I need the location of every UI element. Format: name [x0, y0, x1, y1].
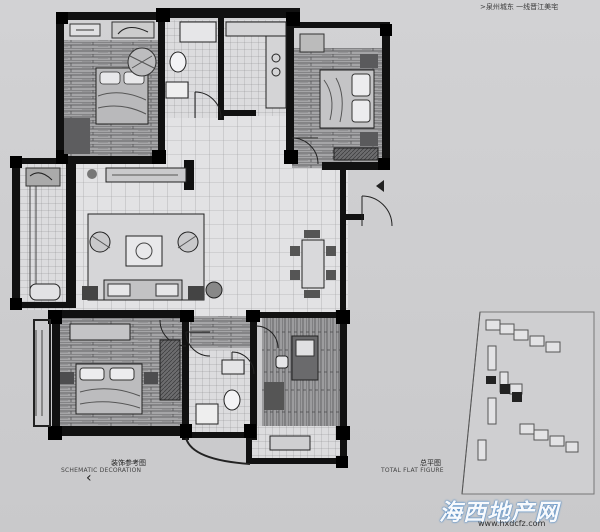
decoration-caption-cn: 装饰参考图	[111, 459, 146, 467]
location-text: >泉州城东 一线晋江美宅	[480, 3, 559, 11]
watermark-url: www.hxdcfz.com	[478, 519, 546, 528]
total-caption-en: TOTAL FLAT FIGURE	[381, 467, 444, 474]
site-plan-thumbnail	[461, 311, 595, 495]
decoration-caption-en: SCHEMATIC DECORATION	[61, 467, 142, 474]
prev-arrow-icon[interactable]: ‹	[86, 470, 92, 486]
watermark-brand: 海西地产网	[439, 500, 559, 526]
total-caption-cn: 总平图	[420, 459, 441, 467]
